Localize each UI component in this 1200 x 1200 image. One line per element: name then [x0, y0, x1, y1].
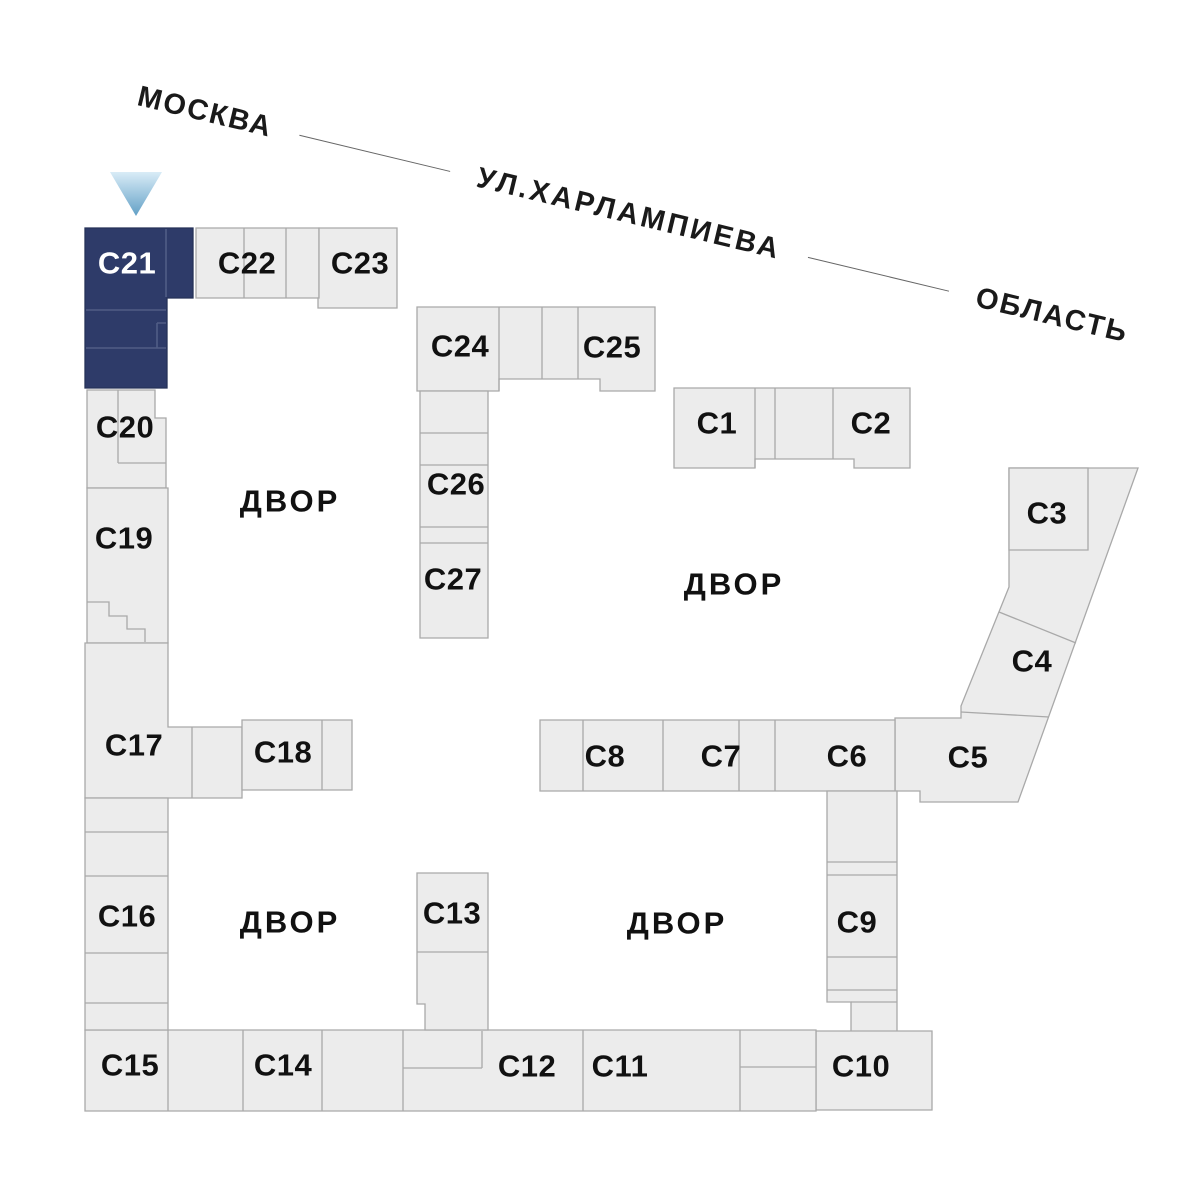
building-c3-cell[interactable]: [1008, 467, 1089, 551]
building-c7-label: С7: [701, 739, 742, 774]
building-c15-label: С15: [101, 1048, 159, 1083]
building-c19-stair-lines: [87, 601, 146, 642]
building-c23-label: С23: [331, 246, 389, 281]
building-c11-c12-c14-c15-shape[interactable]: [84, 1029, 817, 1112]
building-c26-label: С26: [427, 467, 485, 502]
courtyard-label-top-left: ДВОР: [240, 484, 341, 519]
building-c24-c25-subdivision-lines: [498, 307, 579, 391]
building-c10-label: С10: [832, 1049, 890, 1084]
building-c27-label: С27: [424, 562, 482, 597]
building-c25-label: С25: [583, 330, 641, 365]
building-c19-label: С19: [95, 521, 153, 556]
building-c13-label: С13: [423, 896, 481, 931]
courtyard-label-bottom-left: ДВОР: [240, 905, 341, 940]
bottom-row-subdivision-lines: [167, 1030, 816, 1111]
building-c26-c27-subdivision-lines: [420, 432, 488, 544]
building-c22-label: С22: [218, 246, 276, 281]
building-c18-shape[interactable]: [241, 719, 353, 791]
building-c17-label: С17: [105, 728, 163, 763]
building-c14-label: С14: [254, 1048, 313, 1083]
building-c21-subdivision-lines: [86, 229, 167, 349]
building-c3-label: С3: [1027, 496, 1068, 531]
building-c1-c2-subdivision-lines: [754, 388, 834, 468]
building-c6-c7-c8-subdivision-lines: [582, 720, 776, 791]
building-c20-label: С20: [96, 410, 154, 445]
building-c6-label: С6: [827, 739, 868, 774]
building-c4-label: С4: [1012, 644, 1053, 679]
building-c2-label: С2: [851, 406, 892, 441]
building-c1-c2-shape[interactable]: [673, 387, 911, 469]
building-c24-label: С24: [431, 329, 490, 364]
building-c11-label: С11: [592, 1049, 649, 1084]
building-c23-shape[interactable]: [317, 227, 398, 309]
courtyard-label-right: ДВОР: [684, 567, 785, 602]
building-c5-label: С5: [948, 740, 989, 775]
building-c1-label: С1: [697, 406, 738, 441]
building-c17-shape[interactable]: [84, 642, 243, 799]
building-c22-subdivision-lines: [243, 228, 287, 298]
building-c16-label: С16: [98, 899, 156, 934]
building-c21-label: С21: [98, 246, 156, 281]
building-c18-label: С18: [254, 735, 312, 770]
building-c3-c4-c5-subdivision-lines: [960, 611, 1077, 718]
building-c26-c27-shape[interactable]: [419, 390, 489, 639]
building-c8-label: С8: [585, 739, 626, 774]
building-c16-subdivision-lines: [85, 831, 168, 1004]
building-c12-label: С12: [498, 1049, 556, 1084]
selected-building-marker-icon: [110, 172, 162, 216]
building-c9-label: С9: [837, 905, 878, 940]
building-c9-subdivision-lines: [827, 861, 897, 1003]
courtyard-label-bottom-right: ДВОР: [627, 906, 728, 941]
building-c20-subdivision-lines: [117, 390, 166, 464]
